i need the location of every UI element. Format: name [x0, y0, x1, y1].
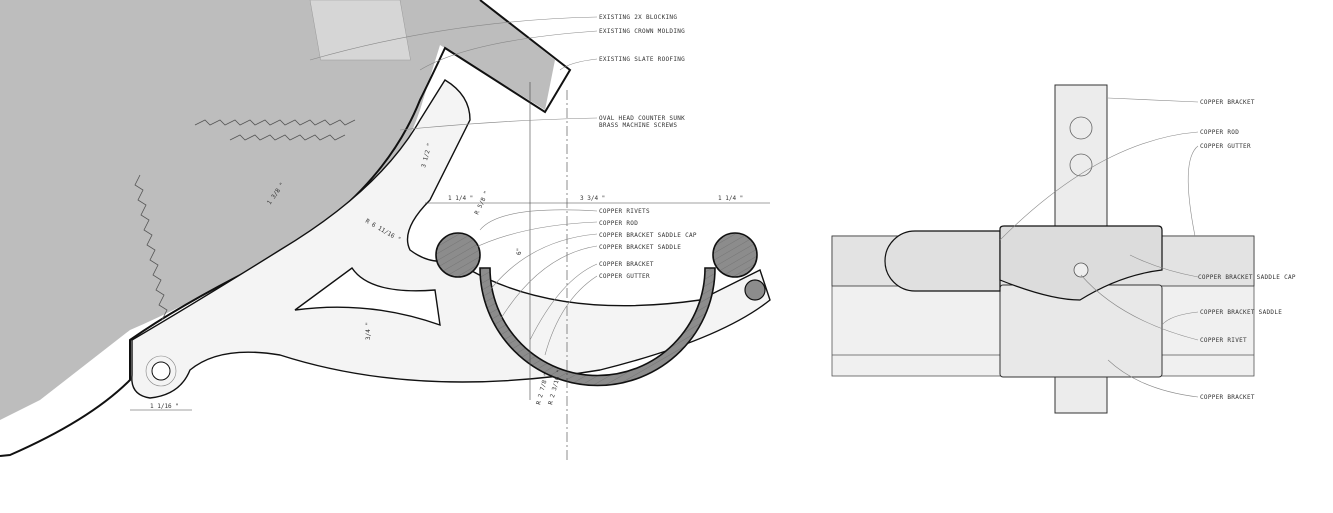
callout-copper-gutter: COPPER GUTTER — [599, 273, 650, 280]
section-view: 1 1/4 " 3 3/4 " 1 1/4 " R 5/8 " 3 1/2 " … — [0, 0, 771, 460]
plan-callout-copper-bracket-top: COPPER BRACKET — [1200, 99, 1255, 106]
callout-copper-rivets: COPPER RIVETS — [599, 208, 650, 215]
plan-callout-saddle: COPPER BRACKET SADDLE — [1200, 309, 1282, 316]
copper-gutter-section — [479, 267, 716, 387]
plan-callout-copper-bracket-bottom: COPPER BRACKET — [1200, 394, 1255, 401]
callout-existing-slate-roofing: EXISTING SLATE ROOFING — [599, 56, 685, 63]
mount-hole-icon — [151, 361, 171, 381]
callout-saddle-cap: COPPER BRACKET SADDLE CAP — [599, 232, 697, 239]
callout-existing-blocking: EXISTING 2X BLOCKING — [599, 14, 677, 21]
dim-6: 6" — [516, 248, 523, 255]
plan-callout-copper-rivet: COPPER RIVET — [1200, 337, 1247, 344]
gutter-bead — [744, 279, 766, 301]
bracket-cutout — [294, 267, 441, 327]
rivet-icon — [1073, 262, 1089, 278]
dim-3-3-4: 3 3/4 " — [580, 195, 605, 202]
copper-rod-left — [435, 232, 481, 278]
screw-icons — [134, 119, 356, 321]
callout-screws-line1: OVAL HEAD COUNTER SUNK — [599, 115, 685, 122]
dim-1-1-16: 1 1/16 " — [150, 403, 179, 410]
dim-1-1-4-left: 1 1/4 " — [448, 195, 473, 202]
dim-3-4: 3/4 " — [365, 322, 372, 340]
callout-existing-crown-molding: EXISTING CROWN MOLDING — [599, 28, 685, 35]
plan-callout-saddle-cap: COPPER BRACKET SADDLE CAP — [1198, 274, 1296, 281]
copper-rod-right — [712, 232, 758, 278]
crown-molding — [309, 0, 411, 61]
plan-callout-copper-rod: COPPER ROD — [1200, 129, 1239, 136]
callout-screws-line2: BRASS MACHINE SCREWS — [599, 122, 677, 129]
dim-1-1-4-right: 1 1/4 " — [718, 195, 743, 202]
callout-copper-bracket: COPPER BRACKET — [599, 261, 654, 268]
callout-copper-rod: COPPER ROD — [599, 220, 638, 227]
copper-rod-plan — [884, 230, 1001, 292]
plan-callout-copper-gutter: COPPER GUTTER — [1200, 143, 1251, 150]
copper-bracket-section — [131, 79, 771, 399]
roof-fascia-mass — [0, 0, 555, 420]
callout-saddle: COPPER BRACKET SADDLE — [599, 244, 681, 251]
plan-view: COPPER BRACKET COPPER ROD COPPER GUTTER … — [831, 84, 1296, 414]
